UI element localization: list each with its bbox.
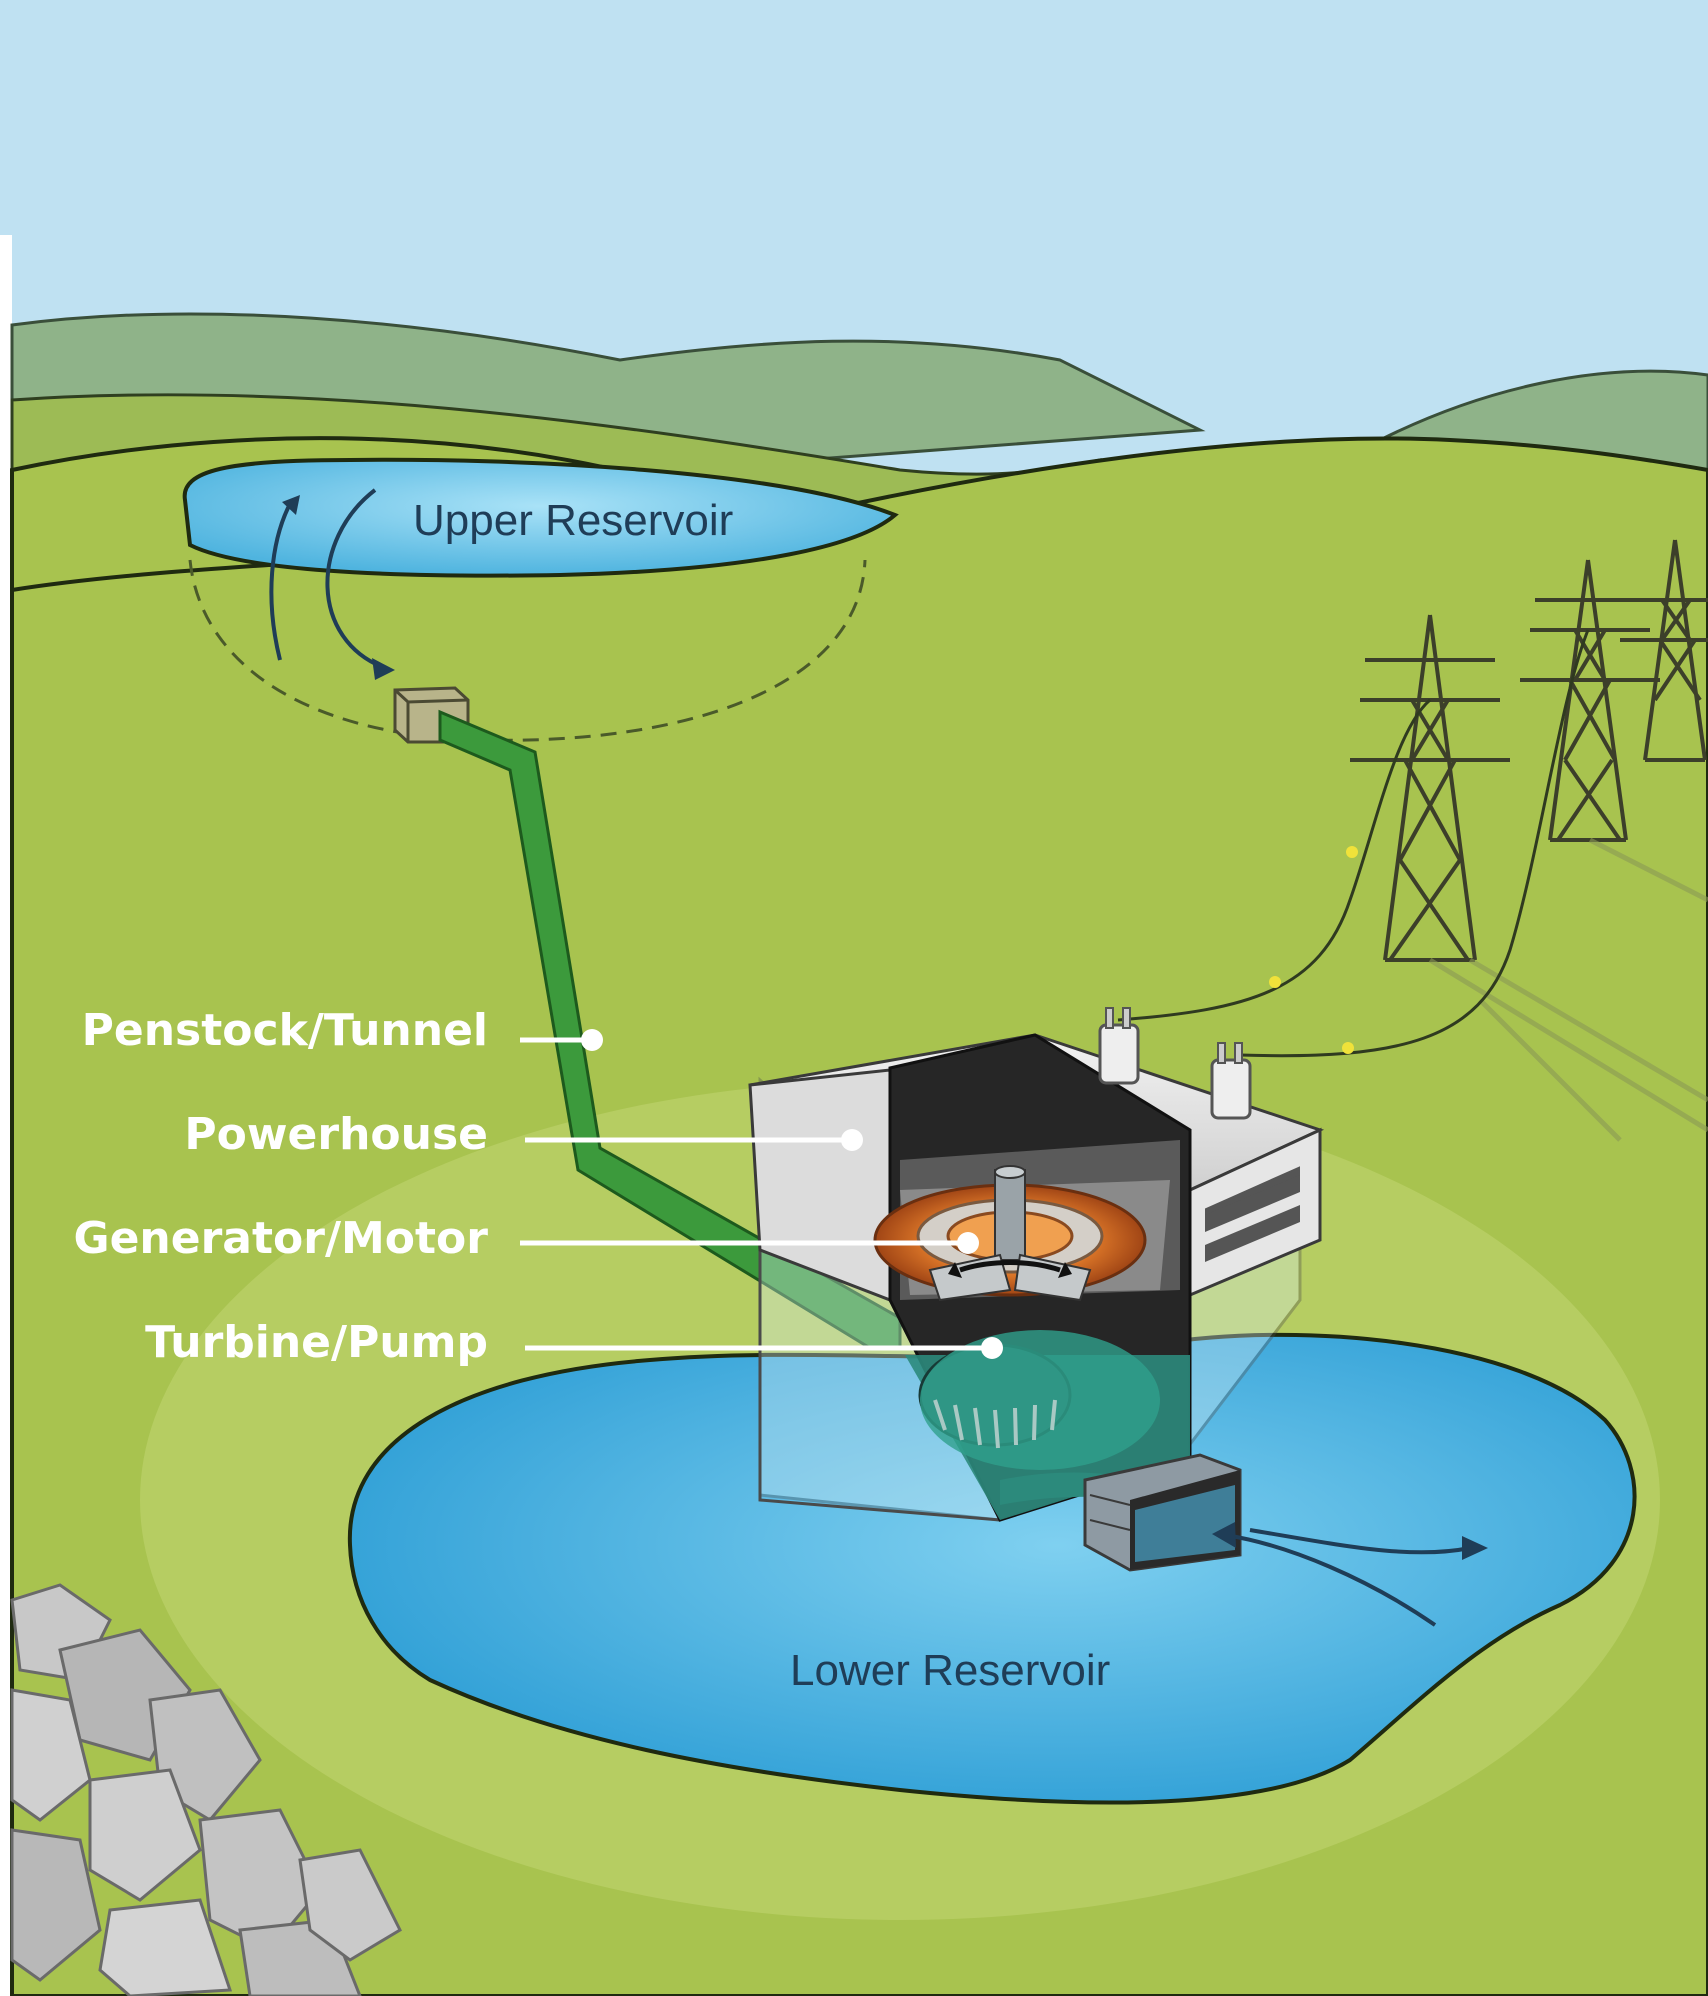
transformer bbox=[1210, 1042, 1252, 1120]
transformer bbox=[1098, 1007, 1140, 1085]
powerhouse-label: Powerhouse bbox=[184, 1109, 488, 1160]
lower-inflow-arrow bbox=[1224, 1533, 1437, 1627]
penstock-label: Penstock/Tunnel bbox=[82, 1005, 488, 1056]
callout-turbine bbox=[525, 1337, 1003, 1359]
lower-outflow-arrow bbox=[1249, 1528, 1471, 1555]
line-marker bbox=[1342, 1042, 1354, 1054]
vent-slot bbox=[1205, 1205, 1300, 1262]
lower-inflow-arrowhead bbox=[1212, 1522, 1236, 1548]
upper-reservoir-label: Upper Reservoir bbox=[413, 496, 733, 545]
upper-reservoir bbox=[182, 457, 899, 578]
line-marker bbox=[1269, 976, 1281, 988]
transmission-tower-2 bbox=[1520, 559, 1660, 842]
lower-outflow-arrowhead bbox=[1462, 1536, 1488, 1560]
upper-inflow-arrow bbox=[269, 499, 294, 661]
power-line-2 bbox=[1239, 629, 1590, 1058]
transmission-tower-3 bbox=[1620, 539, 1708, 762]
white-border bbox=[0, 235, 12, 1996]
generator-motor bbox=[873, 1165, 1147, 1302]
power-line-1 bbox=[1117, 698, 1431, 1022]
tailrace-outlet bbox=[1083, 1453, 1242, 1572]
callout-generator bbox=[520, 1232, 979, 1254]
callout-powerhouse bbox=[525, 1129, 863, 1151]
lower-reservoir bbox=[347, 1332, 1637, 1805]
vent-slot bbox=[1205, 1175, 1300, 1232]
line-marker bbox=[1346, 846, 1358, 858]
lower-reservoir-label: Lower Reservoir bbox=[790, 1646, 1110, 1695]
rocks bbox=[10, 1583, 402, 1996]
tower-shadows bbox=[1428, 837, 1708, 1142]
upper-outflow-arrowhead bbox=[372, 658, 395, 680]
transmission-tower-1 bbox=[1350, 614, 1510, 962]
callout-penstock bbox=[520, 1029, 603, 1051]
upper-inflow-arrowhead bbox=[282, 495, 300, 515]
upper-outflow-arrow bbox=[325, 488, 386, 670]
turbine-label: Turbine/Pump bbox=[145, 1317, 488, 1368]
generator-label: Generator/Motor bbox=[73, 1213, 488, 1264]
